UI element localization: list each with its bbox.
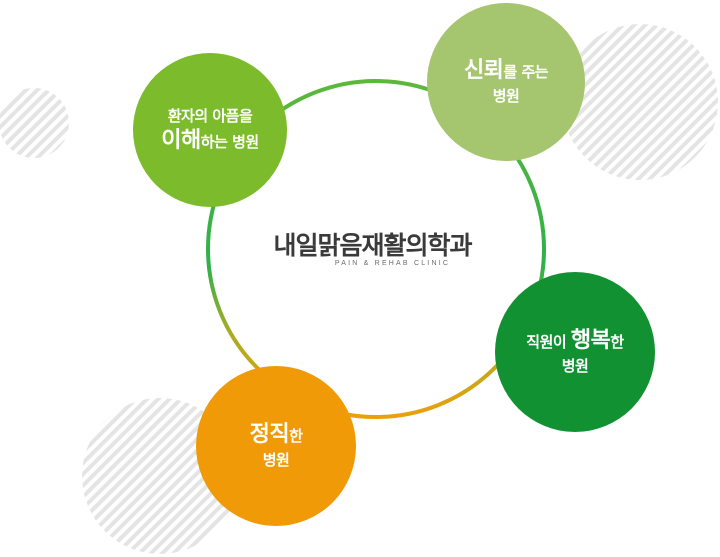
bubble-text: 한 — [610, 333, 624, 351]
bubble-text-line: 병원 — [262, 451, 290, 469]
bubble-emphasis: 행복 — [570, 328, 611, 353]
bubble-text-line: 환자의 아픔을 — [167, 107, 253, 125]
value-bubble-trust: 신뢰를 주는 병원 — [427, 3, 585, 161]
striped-decoration-right — [562, 24, 718, 180]
striped-decoration-small — [0, 88, 69, 158]
bubble-emphasis: 신뢰 — [463, 58, 504, 83]
value-bubble-honest: 정직한 병원 — [196, 366, 356, 526]
bubble-text-line: 신뢰를 주는 — [463, 57, 549, 85]
bubble-text-line: 정직한 — [250, 421, 303, 449]
connecting-ring — [206, 79, 546, 419]
clinic-tagline: PAIN & REHAB CLINIC — [334, 260, 451, 267]
value-bubble-happy: 직원이 행복한 병원 — [495, 272, 655, 432]
bubble-text-line: 직원이 행복한 — [526, 327, 624, 355]
bubble-text: 한 — [289, 427, 303, 445]
bubble-text: 하는 병원 — [200, 133, 259, 151]
bubble-text-line: 병원 — [561, 357, 589, 375]
clinic-name: 내일맑음재활의학과 — [273, 231, 472, 260]
bubble-text: 를 주는 — [503, 63, 549, 81]
clinic-logo: 내일맑음재활의학과 PAIN & REHAB CLINIC — [245, 231, 500, 268]
bubble-emphasis: 정직 — [249, 422, 290, 447]
bubble-text-line: 병원 — [492, 87, 520, 105]
bubble-emphasis: 이해 — [161, 128, 201, 153]
bubble-text: 직원이 — [526, 333, 571, 351]
value-bubble-understand: 환자의 아픔을 이해하는 병원 — [133, 53, 287, 207]
bubble-text-line: 이해하는 병원 — [161, 127, 259, 155]
